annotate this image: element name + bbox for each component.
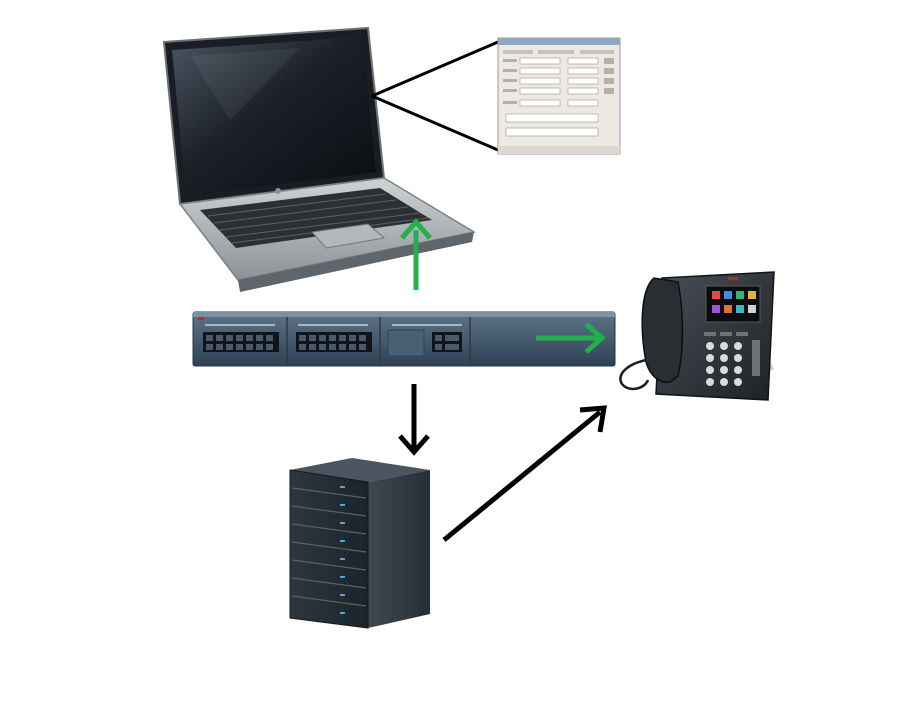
server-tower-icon xyxy=(289,458,430,629)
arrow-unit-to-phone xyxy=(536,322,606,354)
ip-desk-phone-icon xyxy=(619,271,775,401)
screen-callout-lines xyxy=(371,40,499,152)
ip-office-control-unit-icon xyxy=(192,311,616,367)
arrow-unit-to-laptop xyxy=(400,218,432,290)
arrow-unit-to-server xyxy=(398,384,430,456)
software-window-icon xyxy=(497,37,621,155)
arrow-server-to-phone xyxy=(442,405,607,542)
laptop-icon xyxy=(162,26,477,292)
